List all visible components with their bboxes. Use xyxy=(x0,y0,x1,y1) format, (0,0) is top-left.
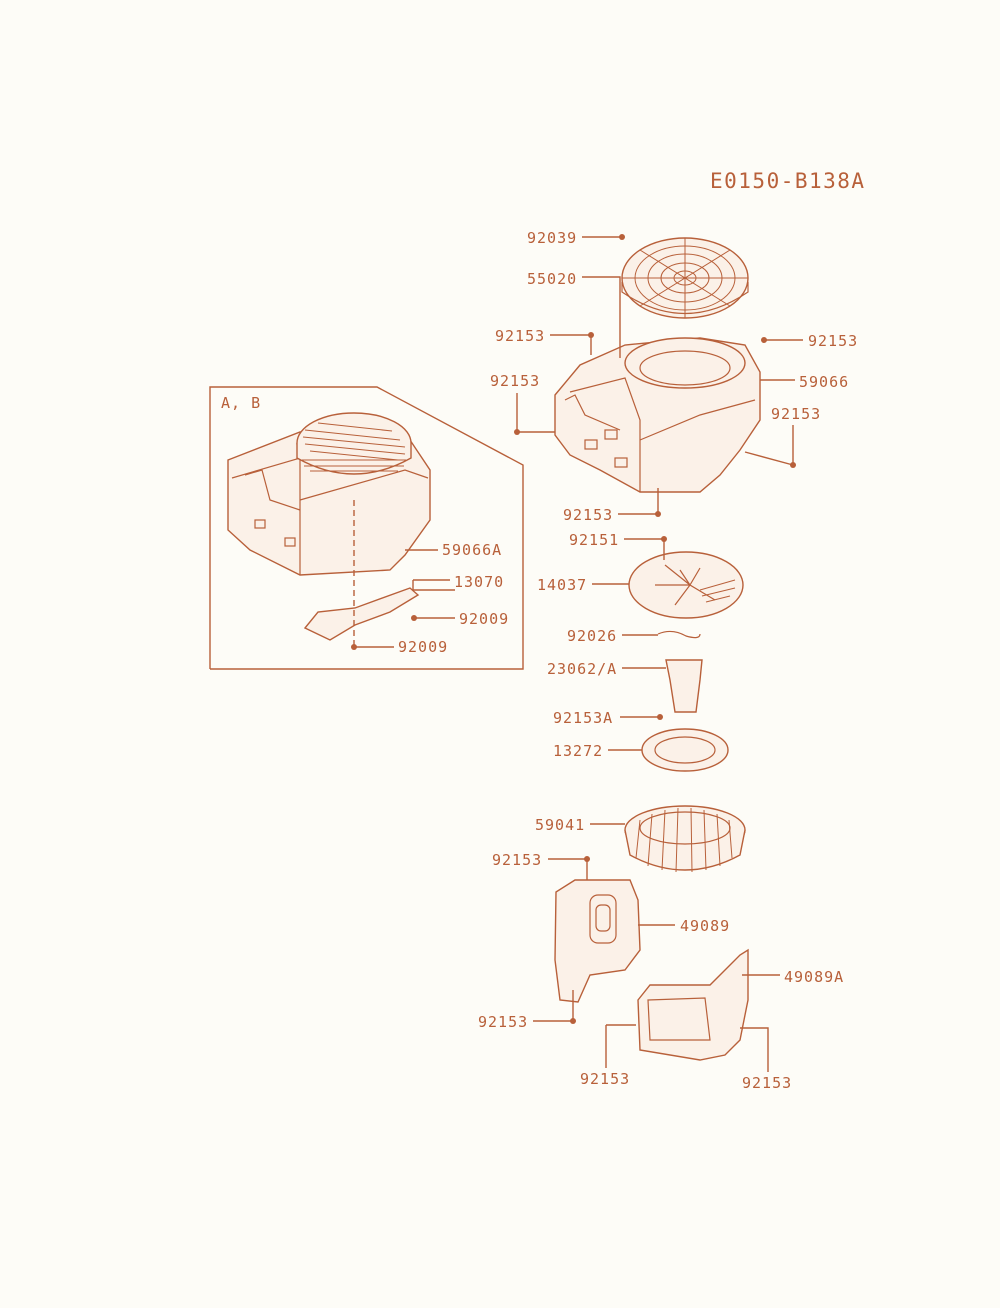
inset-label: A, B xyxy=(221,394,261,412)
label-55020: 55020 xyxy=(527,270,577,288)
cover-49089-drawing xyxy=(554,879,641,1003)
label-92153-g: 92153 xyxy=(478,1013,528,1031)
screen-55020-drawing xyxy=(621,237,749,319)
label-13272: 13272 xyxy=(553,742,603,760)
label-92026: 92026 xyxy=(567,627,617,645)
label-49089: 49089 xyxy=(680,917,730,935)
housing-59066-drawing xyxy=(554,337,761,493)
inset-border xyxy=(209,386,524,670)
fan-59041-drawing xyxy=(624,805,746,873)
label-59066: 59066 xyxy=(799,373,849,391)
plate-14037-drawing xyxy=(628,551,744,619)
bracket-23062-drawing xyxy=(665,659,703,713)
cover-49089A-drawing xyxy=(637,948,749,1061)
inset-variant-box: A, B xyxy=(209,386,524,670)
label-49089A: 49089A xyxy=(784,968,844,986)
label-92039: 92039 xyxy=(527,229,577,247)
label-92153-a: 92153 xyxy=(495,327,545,345)
ring-13272-drawing xyxy=(641,728,729,772)
housing-59066A-drawing xyxy=(227,412,431,576)
label-13070: 13070 xyxy=(454,573,504,591)
label-92153-d: 92153 xyxy=(771,405,821,423)
label-92153-b: 92153 xyxy=(808,332,858,350)
label-92153-e: 92153 xyxy=(563,506,613,524)
label-92153-f: 92153 xyxy=(492,851,542,869)
diagram-title: E0150-B138A xyxy=(710,169,866,193)
label-14037: 14037 xyxy=(537,576,587,594)
clip-92026-drawing xyxy=(657,630,701,639)
label-92009-a: 92009 xyxy=(459,610,509,628)
label-92153-i: 92153 xyxy=(742,1074,792,1092)
guide-13070-drawing xyxy=(303,587,420,641)
label-92153A: 92153A xyxy=(553,709,613,727)
label-59066A: 59066A xyxy=(442,541,502,559)
label-23062A: 23062/A xyxy=(547,660,617,678)
label-92153-c: 92153 xyxy=(490,372,540,390)
label-59041: 59041 xyxy=(535,816,585,834)
label-92151: 92151 xyxy=(569,531,619,549)
label-92009-b: 92009 xyxy=(398,638,448,656)
label-92153-h: 92153 xyxy=(580,1070,630,1088)
